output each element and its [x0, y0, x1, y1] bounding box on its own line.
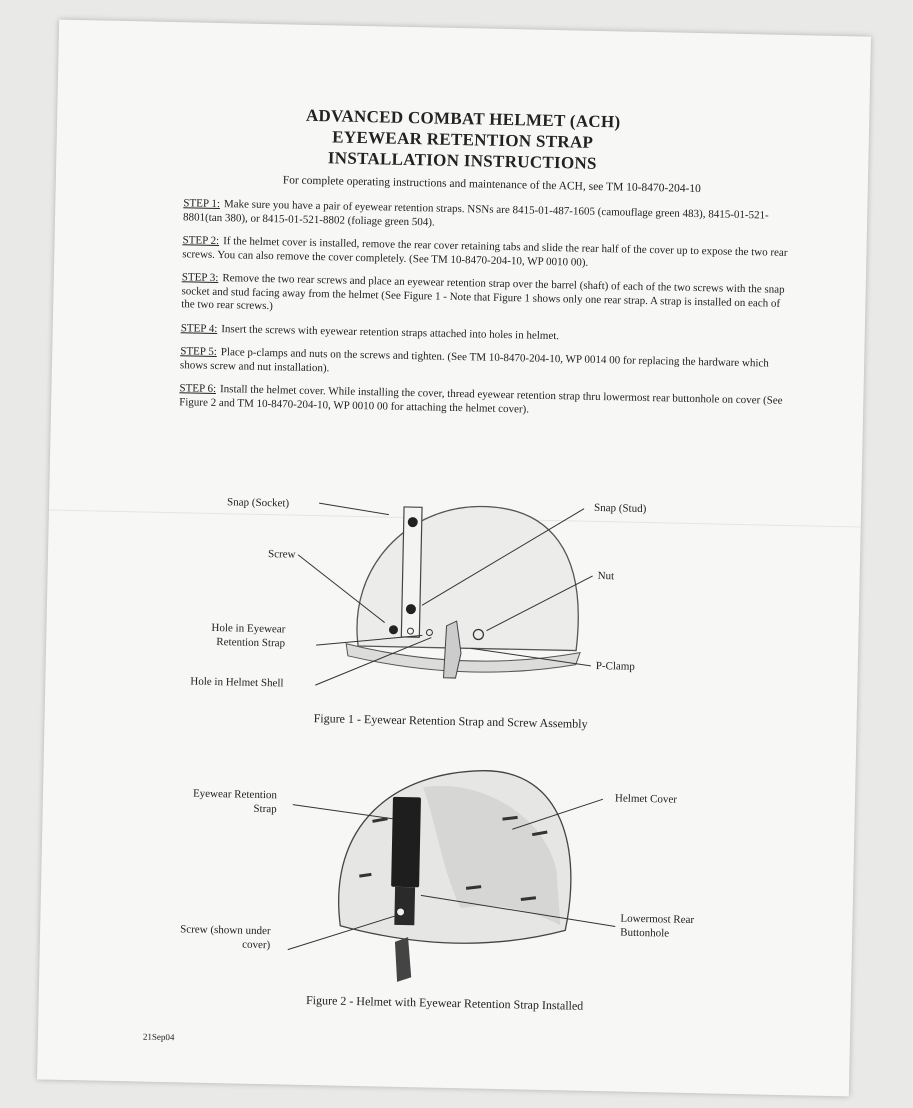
step-text: Remove the two rear screws and place an … — [181, 272, 785, 313]
screw-icon — [388, 625, 398, 635]
snap-stud-icon — [405, 604, 416, 615]
snap-socket-icon — [407, 517, 418, 528]
label-line: Eyewear Retention — [192, 787, 278, 802]
screw-icon — [396, 907, 406, 917]
label-hole-in-strap: Hole in Eyewear Retention Strap — [211, 621, 285, 651]
label-line: Buttonhole — [620, 926, 670, 940]
step-label: STEP 3: — [181, 271, 219, 285]
label-screw-under-cover: Screw (shown under cover) — [180, 922, 271, 952]
step-text: Insert the screws with eyewear retention… — [221, 322, 560, 342]
figure-1: Snap (Socket) Snap (Stud) Screw Nut Hole… — [44, 470, 861, 747]
figure-1-illustration — [297, 502, 593, 686]
step-2: STEP 2:If the helmet cover is installed,… — [182, 234, 796, 274]
label-line: cover) — [242, 938, 271, 952]
p-clamp-icon — [442, 620, 462, 679]
nut-icon — [472, 628, 485, 641]
label-helmet-cover: Helmet Cover — [614, 792, 678, 806]
figure-2: Eyewear Retention Strap Helmet Cover Scr… — [38, 739, 855, 1026]
label-eyewear-strap: Eyewear Retention Strap — [193, 787, 278, 817]
p-clamp-icon — [394, 937, 412, 982]
steps-list: STEP 1:Make sure you have a pair of eyew… — [179, 197, 798, 432]
document-date: 21Sep04 — [142, 1031, 175, 1043]
label-lowermost-buttonhole: Lowermost Rear Buttonhole — [620, 912, 694, 942]
label-nut: Nut — [597, 570, 615, 583]
label-screw: Screw — [267, 548, 296, 561]
figure-2-illustration — [287, 770, 616, 982]
label-line: Retention Strap — [216, 636, 286, 650]
step-3: STEP 3:Remove the two rear screws and pl… — [181, 271, 796, 324]
step-1: STEP 1:Make sure you have a pair of eyew… — [183, 197, 797, 237]
step-text: Make sure you have a pair of eyewear ret… — [182, 198, 769, 229]
label-p-clamp: P-Clamp — [595, 659, 636, 673]
step-6: STEP 6:Install the helmet cover. While i… — [179, 382, 793, 422]
label-line: Screw (shown under — [180, 923, 271, 938]
label-line: Hole in Eyewear — [211, 621, 286, 636]
label-hole-in-shell: Hole in Helmet Shell — [190, 675, 284, 690]
step-text: Install the helmet cover. While installi… — [179, 383, 783, 416]
step-4: STEP 4:Insert the screws with eyewear re… — [181, 322, 795, 348]
step-label: STEP 6: — [179, 382, 217, 395]
document-title: ADVANCED COMBAT HELMET (ACH) EYEWEAR RET… — [56, 100, 869, 180]
step-text: Place p-clamps and nuts on the screws an… — [179, 346, 769, 374]
label-snap-socket: Snap (Socket) — [226, 496, 290, 510]
retention-strap-icon — [391, 796, 421, 888]
step-label: STEP 5: — [180, 345, 217, 358]
label-line: Lowermost Rear — [620, 912, 695, 927]
step-5: STEP 5:Place p-clamps and nuts on the sc… — [180, 345, 794, 385]
retention-strap-icon — [400, 506, 423, 638]
step-label: STEP 4: — [180, 321, 218, 335]
label-snap-stud: Snap (Stud) — [593, 501, 647, 516]
label-line: Strap — [253, 802, 277, 816]
instruction-sheet: ADVANCED COMBAT HELMET (ACH) EYEWEAR RET… — [36, 19, 872, 1097]
step-label: STEP 1: — [183, 197, 221, 211]
step-label: STEP 2: — [182, 234, 220, 248]
step-text: If the helmet cover is installed, remove… — [182, 235, 788, 269]
